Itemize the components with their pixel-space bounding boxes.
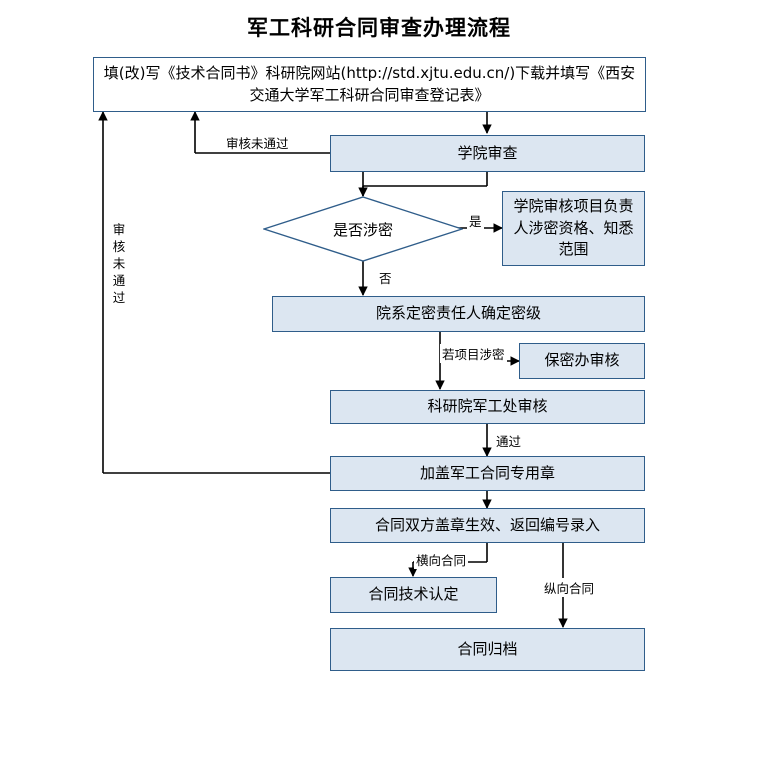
node-label: 加盖军工合同专用章 xyxy=(419,463,555,482)
edge-label-passed: 通过 xyxy=(494,431,524,450)
node-fill-contract-form: 填(改)写《技术合同书》科研院网站(http://std.xjtu.edu.cn… xyxy=(93,57,646,112)
node-college-review: 学院审查 xyxy=(330,135,645,172)
node-security-office-review: 保密办审核 xyxy=(519,343,645,379)
node-technical-certification: 合同技术认定 xyxy=(330,577,497,613)
node-label: 合同归档 xyxy=(457,639,518,658)
edge-label-review-failed-vertical: 审核未通过 xyxy=(112,222,126,305)
node-stamp-contract: 加盖军工合同专用章 xyxy=(330,456,645,491)
edge-label-review-failed: 审核未通过 xyxy=(224,133,291,152)
node-label: 填(改)写《技术合同书》科研院网站(http://std.xjtu.edu.cn… xyxy=(103,63,636,104)
node-college-verify-qualification: 学院审核项目负责人涉密资格、知悉范围 xyxy=(502,191,645,266)
edge-label-if-secret: 若项目涉密 xyxy=(440,344,507,363)
node-is-classified-decision: 是否涉密 xyxy=(263,196,463,262)
edge-label-no: 否 xyxy=(377,268,394,287)
node-label: 合同技术认定 xyxy=(368,585,459,604)
node-label: 科研院军工处审核 xyxy=(427,397,548,416)
node-both-parties-stamp: 合同双方盖章生效、返回编号录入 xyxy=(330,508,645,543)
node-label: 保密办审核 xyxy=(544,351,620,370)
edge-label-yes: 是 xyxy=(467,211,484,230)
node-label: 院系定密责任人确定密级 xyxy=(375,304,541,323)
node-determine-secrecy-level: 院系定密责任人确定密级 xyxy=(272,296,645,332)
node-contract-archive: 合同归档 xyxy=(330,628,645,671)
node-label: 学院审查 xyxy=(457,143,518,162)
node-label: 合同双方盖章生效、返回编号录入 xyxy=(374,515,600,534)
page-title: 军工科研合同审查办理流程 xyxy=(247,16,511,40)
node-label: 是否涉密 xyxy=(332,220,393,239)
edge-label-horizontal-contract: 横向合同 xyxy=(414,550,469,569)
edge-label-vertical-contract: 纵向合同 xyxy=(542,578,597,597)
node-research-institute-review: 科研院军工处审核 xyxy=(330,390,645,424)
node-label: 学院审核项目负责人涉密资格、知悉范围 xyxy=(513,196,634,259)
